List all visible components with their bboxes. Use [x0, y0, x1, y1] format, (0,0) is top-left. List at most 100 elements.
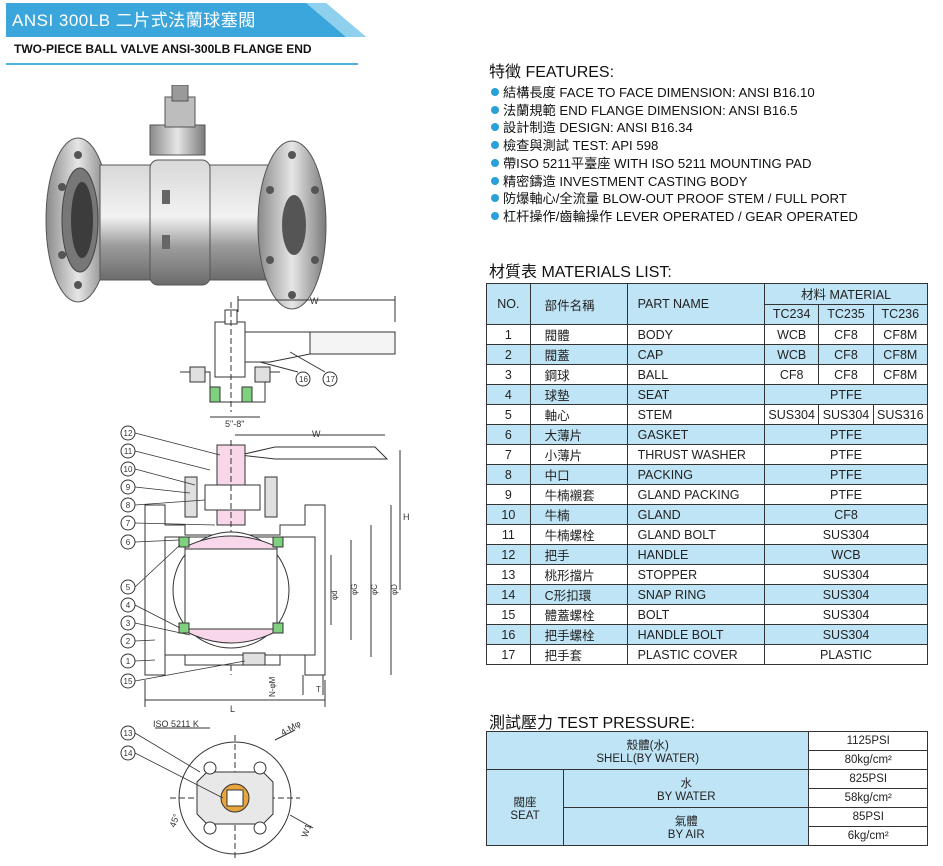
part-name-en: PLASTIC COVER [626, 644, 766, 665]
part-name-cn: 鋼球 [529, 364, 628, 385]
part-name-cn: C形扣環 [529, 584, 628, 605]
part-name-cn: 閥蓋 [529, 344, 628, 365]
part-name-en: GLAND [626, 504, 766, 525]
feature-item: 結構長度 FACE TO FACE DIMENSION: ANSI B16.10 [491, 84, 858, 102]
callout-15: 15 [124, 677, 133, 686]
col-grade-tc234: TC234 [763, 303, 820, 325]
mounting-pad-drawing: 13 14 ISO 5211 K 4-Mφ 45° W1 [120, 720, 313, 860]
col-grade-tc235: TC235 [818, 303, 874, 325]
section-dim-w: W [312, 429, 321, 439]
pressure-table: 殼體(水) SHELL(BY WATER) 1125PSI 80kg/cm² 閥… [485, 731, 928, 846]
col-grade-tc236: TC236 [872, 303, 929, 325]
callout-8: 8 [126, 501, 131, 510]
material-all: PTFE [764, 464, 928, 485]
pad-iso-label: ISO 5211 K [153, 720, 199, 729]
part-name-en: SEAT [626, 384, 766, 405]
part-number: 7 [486, 444, 531, 465]
feature-item: 帶ISO 5211平臺座 WITH ISO 5211 MOUNTING PAD [491, 155, 858, 173]
pad-w1-label: W1 [299, 823, 313, 839]
part-name-cn: 把手套 [529, 644, 628, 665]
part-name-en: STOPPER [626, 564, 766, 585]
material-tc234: WCB [763, 344, 820, 365]
part-name-en: GLAND PACKING [626, 484, 766, 505]
part-number: 16 [486, 624, 531, 645]
shell-kg: 80kg/cm² [808, 750, 928, 770]
callout-13: 13 [124, 729, 133, 738]
air-kg: 6kg/cm² [808, 826, 928, 846]
section-dim-g: φG [350, 584, 359, 595]
section-dim-D: φD [390, 584, 399, 595]
part-number: 14 [486, 584, 531, 605]
part-number: 8 [486, 464, 531, 485]
section-dim-c: φC [370, 584, 379, 595]
section-dim-t: T [316, 685, 321, 694]
part-name-en: THRUST WASHER [626, 444, 766, 465]
part-name-cn: 牛楠 [529, 504, 628, 525]
part-name-cn: 閥體 [529, 324, 628, 345]
callout-10: 10 [124, 465, 133, 474]
materials-heading: 材質表 MATERIALS LIST: [489, 264, 672, 281]
bullet-icon [491, 141, 499, 150]
callout-4: 4 [126, 601, 131, 610]
page-title: ANSI 300LB 二片式法蘭球塞閥 [12, 11, 256, 30]
part-name-cn: 中口 [529, 464, 628, 485]
bullet-icon [491, 105, 499, 114]
material-tc235: CF8 [818, 324, 874, 345]
part-number: 5 [486, 404, 531, 425]
material-tc236: CF8M [872, 344, 929, 365]
part-name-cn: 桃形擋片 [529, 564, 628, 585]
bullet-icon [491, 88, 499, 96]
part-name-cn: 體蓋螺栓 [529, 604, 628, 625]
part-number: 3 [486, 364, 531, 385]
part-number: 4 [486, 384, 531, 405]
material-tc236: CF8M [872, 364, 929, 385]
callout-16: 16 [299, 375, 308, 384]
air-label: 氣體 BY AIR [562, 807, 810, 846]
material-all: SUS304 [764, 584, 928, 605]
part-name-en: SNAP RING [626, 584, 766, 605]
part-name-en: HANDLE [626, 544, 766, 565]
material-tc236: SUS316 [872, 404, 929, 425]
material-all: PTFE [764, 384, 928, 405]
material-all: SUS304 [764, 524, 928, 545]
bullet-icon [491, 123, 499, 132]
material-all: CF8 [764, 504, 928, 525]
callout-1: 1 [126, 657, 131, 666]
bullet-icon [491, 176, 499, 185]
pad-bolts-label: 4-Mφ [279, 720, 303, 738]
col-cn-name: 部件名稱 [529, 283, 628, 325]
part-number: 12 [486, 544, 531, 565]
feature-item: 設計制造 DESIGN: ANSI B16.34 [491, 119, 858, 137]
materials-table: NO. 部件名稱 PART NAME 材料 MATERIAL TC234 TC2… [486, 283, 929, 665]
callout-9: 9 [126, 483, 131, 492]
callout-5: 5 [126, 583, 131, 592]
feature-item: 法蘭規範 END FLANGE DIMENSION: ANSI B16.5 [491, 102, 858, 120]
callout-17: 17 [326, 375, 335, 384]
material-tc234: WCB [763, 324, 820, 345]
part-name-cn: 球墊 [529, 384, 628, 405]
part-number: 15 [486, 604, 531, 625]
part-name-en: GLAND BOLT [626, 524, 766, 545]
part-name-cn: 軸心 [529, 404, 628, 425]
section-dim-l: L [230, 704, 235, 714]
feature-item: 檢查與測試 TEST: API 598 [491, 137, 858, 155]
part-name-cn: 把手 [529, 544, 628, 565]
section-view-drawing: W H L T N-φM φd φG φC φD 12 11 10 9 8 7 … [120, 425, 410, 714]
material-all: PLASTIC [764, 644, 928, 665]
material-all: SUS304 [764, 604, 928, 625]
air-psi: 85PSI [808, 807, 928, 827]
pressure-heading: 測試壓力 TEST PRESSURE: [489, 715, 695, 732]
shell-psi: 1125PSI [808, 731, 928, 751]
material-tc236: CF8M [872, 324, 929, 345]
material-tc235: CF8 [818, 344, 874, 365]
part-name-en: BALL [626, 364, 766, 385]
